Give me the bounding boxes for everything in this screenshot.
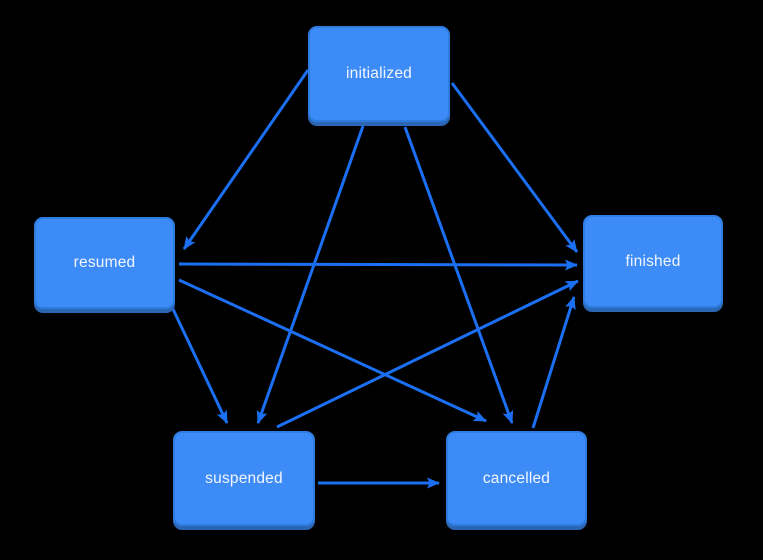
edge-suspended-to-finished: [276, 279, 579, 429]
state-node-finished: finished: [583, 215, 723, 308]
edge-cancelled-to-finished: [531, 296, 576, 429]
state-label-finished: finished: [625, 252, 681, 270]
state-label-initialized: initialized: [346, 65, 412, 83]
edge-resumed-to-finished: [178, 259, 578, 271]
state-label-cancelled: cancelled: [482, 469, 551, 487]
edge-initialized-to-suspended: [256, 125, 365, 424]
edge-resumed-to-suspended: [170, 306, 229, 424]
edge-resumed-to-cancelled: [178, 278, 487, 423]
edge-initialized-to-finished: [450, 82, 579, 253]
state-label-resumed: resumed: [73, 254, 136, 272]
edge-initialized-to-resumed: [182, 69, 310, 250]
state-node-suspended: suspended: [173, 431, 315, 526]
state-node-initialized: initialized: [308, 26, 450, 122]
state-node-resumed: resumed: [34, 217, 175, 309]
edge-initialized-to-cancelled: [403, 126, 514, 424]
state-label-suspended: suspended: [205, 469, 283, 487]
state-node-cancelled: cancelled: [446, 431, 587, 526]
